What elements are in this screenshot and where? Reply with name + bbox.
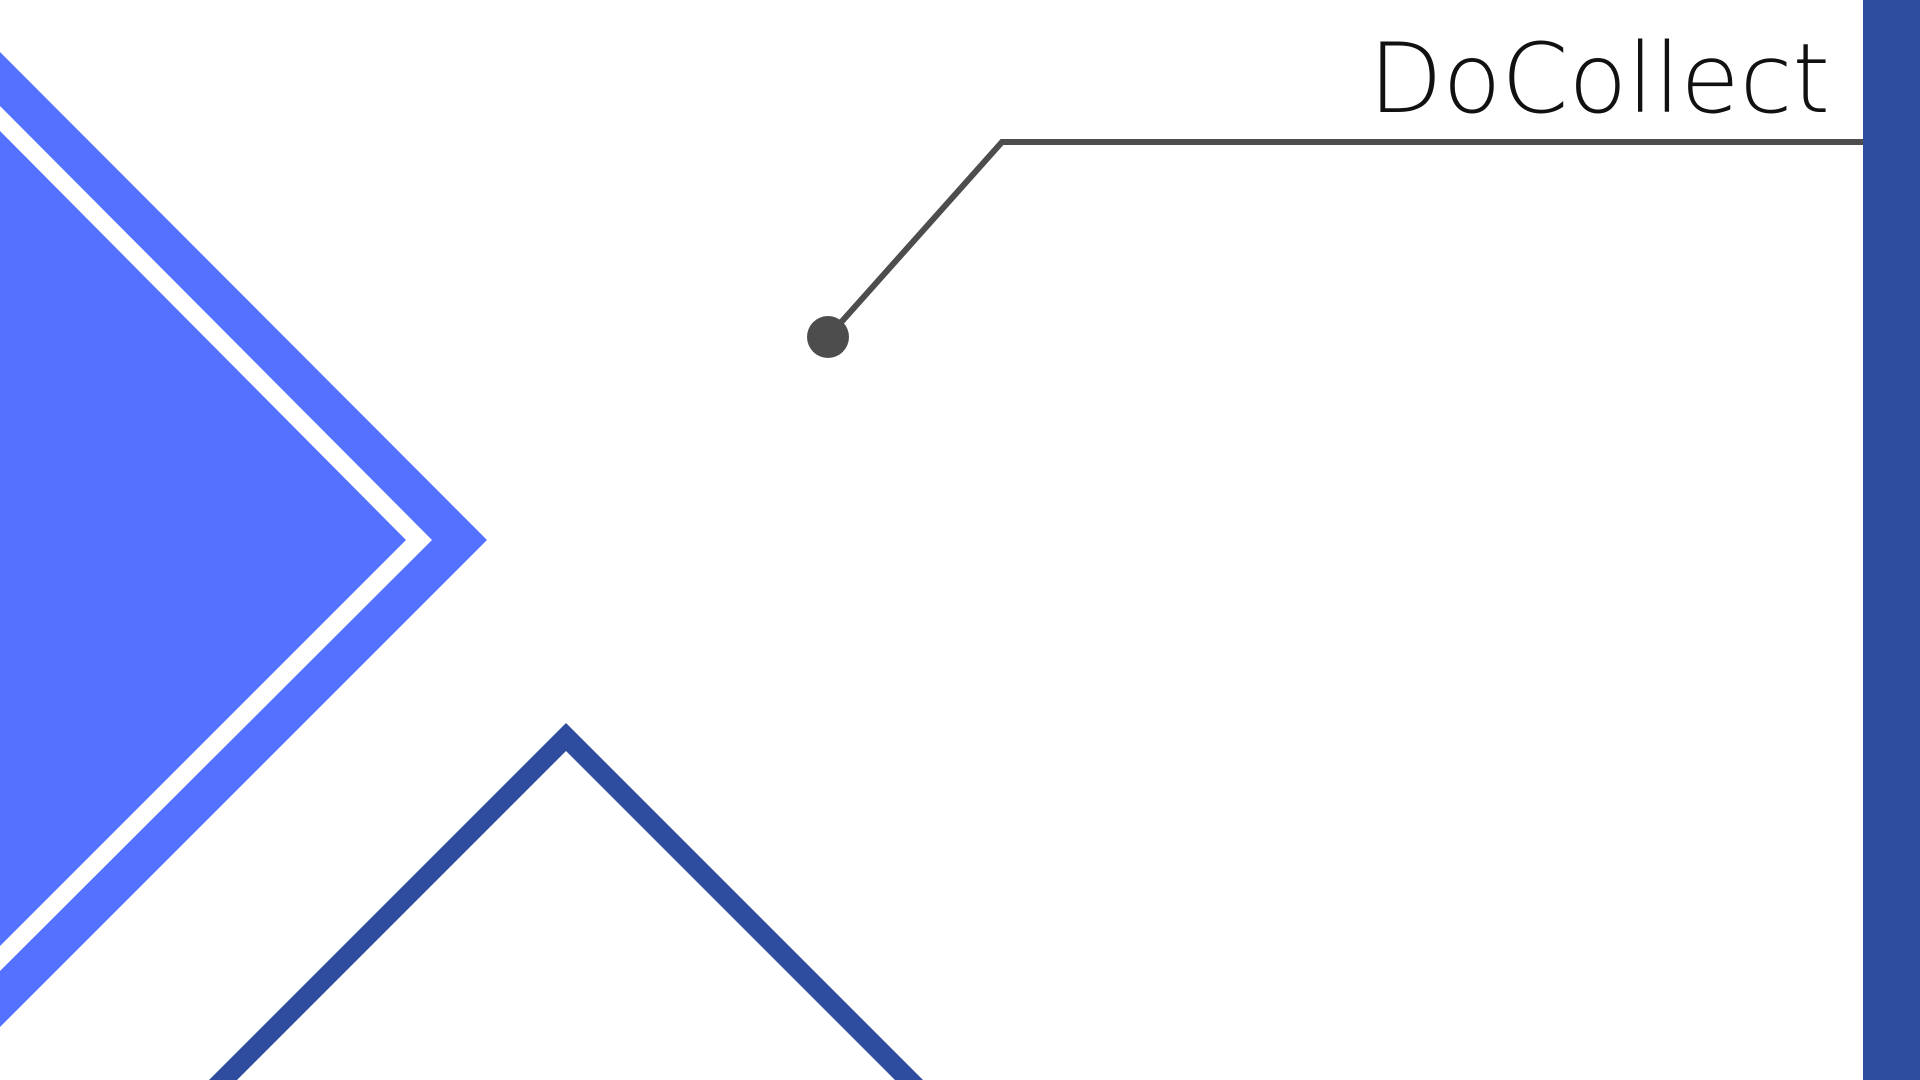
outer-chevron-shape (0, 52, 487, 1027)
connector-line (825, 139, 1863, 339)
brand-title: DoCollect (1368, 23, 1830, 135)
right-accent-bar (1863, 0, 1920, 1080)
connector-dot (807, 316, 849, 358)
inner-triangle-shape (0, 131, 406, 946)
navy-outline-triangle (209, 723, 923, 1080)
